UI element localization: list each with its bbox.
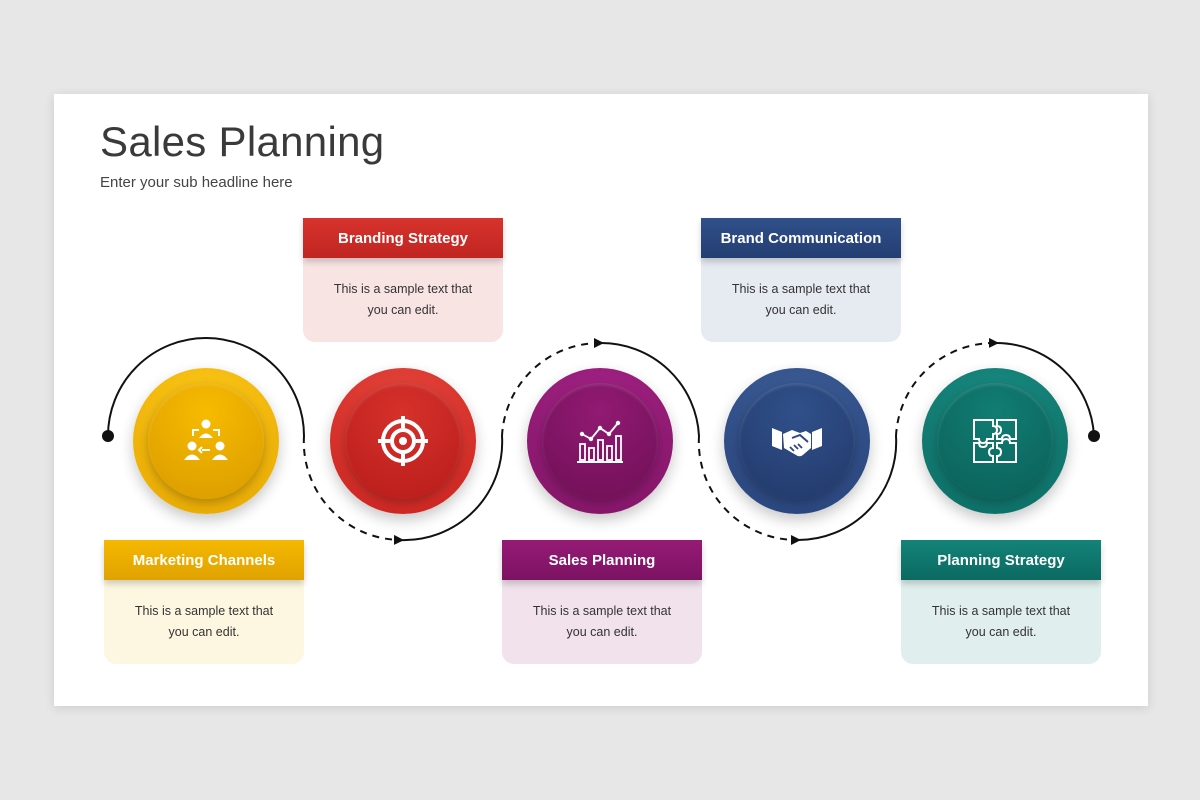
card-marketing-channels: Marketing Channels This is a sample text… [104,540,304,664]
chart-icon [542,383,658,499]
step-circle-sales-planning [527,368,673,514]
page-subtitle: Enter your sub headline here [100,174,293,191]
connector-arc-2 [302,435,404,545]
card-sales-planning: Sales Planning This is a sample text tha… [502,540,702,664]
card-planning-strategy: Planning Strategy This is a sample text … [901,540,1101,664]
card-title: Sales Planning [502,540,702,580]
connector-arc-1 [107,337,305,437]
flow-connector [102,337,1100,546]
card-title: Brand Communication [701,218,901,258]
card-title: Branding Strategy [303,218,503,258]
start-dot [102,430,114,442]
step-circle-marketing-channels [133,368,279,514]
connector-arc-9 [994,341,1095,437]
connector-arc-4 [501,337,604,437]
puzzle-icon [937,383,1053,499]
team-exchange-icon [148,383,264,499]
slide: Sales Planning Enter your sub headline h… [54,94,1148,706]
card-text: This is a sample text that you can edit. [303,258,503,342]
connector-arc-7 [796,435,898,542]
card-title: Planning Strategy [901,540,1101,580]
connector-arc-3 [399,435,504,542]
card-branding-strategy: Branding Strategy This is a sample text … [303,218,503,342]
handshake-icon [739,383,855,499]
connector-arc-5 [599,341,700,437]
card-text: This is a sample text that you can edit. [701,258,901,342]
card-title: Marketing Channels [104,540,304,580]
card-text: This is a sample text that you can edit. [901,580,1101,664]
target-icon [345,383,461,499]
card-text: This is a sample text that you can edit. [104,580,304,664]
card-text: This is a sample text that you can edit. [502,580,702,664]
step-circle-branding-strategy [330,368,476,514]
connector-arc-8 [895,337,999,437]
page-title: Sales Planning [100,118,385,165]
connector-arc-6 [697,435,801,546]
step-circle-planning-strategy [922,368,1068,514]
step-circle-brand-communication [724,368,870,514]
card-brand-communication: Brand Communication This is a sample tex… [701,218,901,342]
end-dot [1088,430,1100,442]
